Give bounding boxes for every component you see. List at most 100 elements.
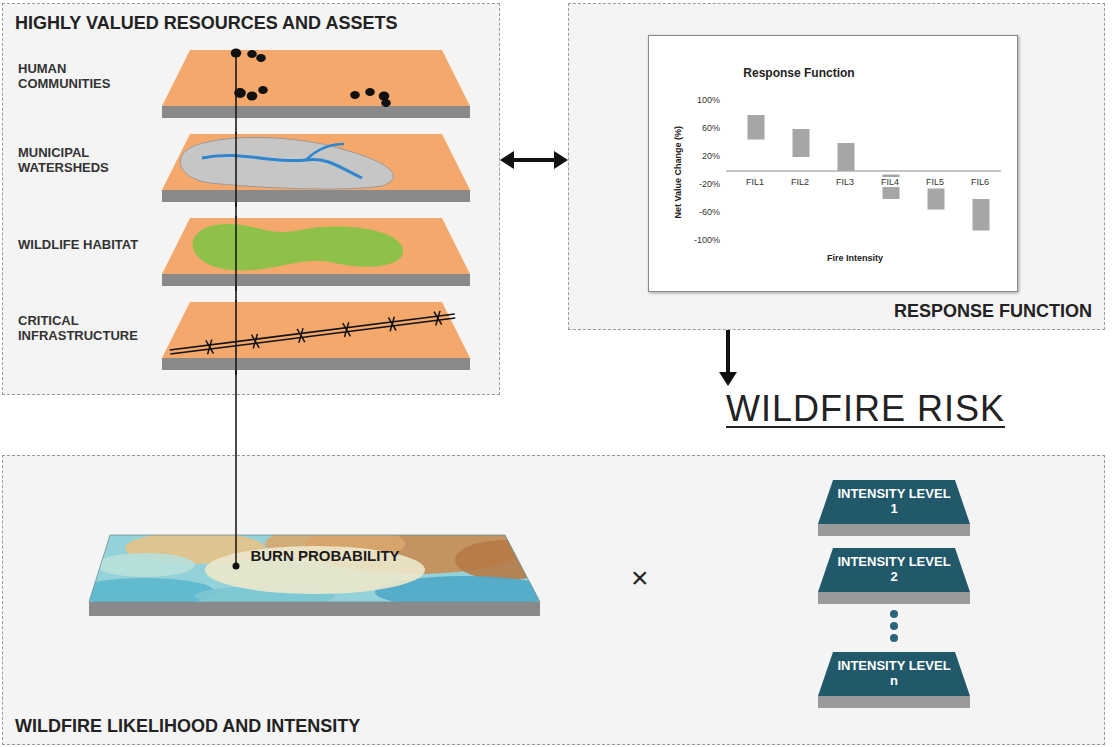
community-dot [258, 86, 268, 94]
link-line [235, 300, 237, 375]
intensity-level: INTENSITY LEVEL n [815, 650, 975, 712]
terrain [75, 522, 555, 610]
dashed-panel: HIGHLY VALUED RESOURCES AND ASSETSHUMAN … [2, 3, 500, 395]
community-dot [256, 54, 266, 62]
link-line [235, 53, 237, 123]
multiply-sign: × [631, 561, 649, 596]
community-dot [247, 92, 258, 101]
arrow-head [554, 151, 568, 169]
layer-face [818, 652, 970, 696]
layer-face [162, 302, 470, 358]
tick-label: -60% [699, 207, 720, 217]
layer-label: CRITICAL INFRASTRUCTURE [18, 300, 156, 358]
river [306, 144, 344, 160]
connector [236, 123, 237, 530]
connector-line [235, 123, 237, 530]
big-heading: WILDFIRE RISK [722, 386, 1009, 438]
intensity-level: INTENSITY LEVEL 1 [815, 478, 975, 540]
category-label: FIL3 [835, 177, 855, 187]
watershed-area [180, 137, 393, 189]
rail-tie [388, 317, 396, 330]
intensity-label: INTENSITY LEVEL n [835, 654, 953, 694]
zero-axis [726, 171, 1001, 172]
panel-heading: WILDFIRE LIKELIHOOD AND INTENSITY [15, 716, 360, 737]
rail-line [170, 318, 455, 354]
panel-ground [2, 3, 500, 395]
layer-edge [162, 274, 470, 286]
intensity-label: INTENSITY LEVEL 1 [835, 482, 953, 522]
category-label: FIL1 [745, 177, 765, 187]
rail-tie [297, 329, 305, 342]
community-dot [365, 88, 375, 96]
connector-line [726, 330, 730, 373]
habitat-area [193, 224, 403, 271]
layer-edge [162, 358, 470, 370]
layer-face [162, 218, 470, 274]
connector [719, 330, 737, 386]
rail-tie [343, 323, 351, 336]
continuation-dot [890, 610, 898, 618]
layer-label: WILDLIFE HABITAT [18, 216, 156, 274]
layer-face [818, 548, 970, 592]
river [202, 155, 362, 178]
tick-label: 20% [702, 151, 720, 161]
burn-probability-map [85, 530, 545, 620]
resource-layer: CRITICAL INFRASTRUCTURE [10, 300, 480, 375]
map-layer [10, 216, 480, 291]
layer-face [162, 134, 470, 190]
burn-map: BURN PROBABILITY [85, 530, 545, 620]
dashed-panel: WILDFIRE LIKELIHOOD AND INTENSITY BURN PR… [2, 455, 1105, 745]
resource-layer: MUNICIPAL WATERSHEDS [10, 132, 480, 207]
terrain-patch [205, 546, 425, 594]
connector [500, 151, 568, 169]
layer-edge [818, 524, 970, 536]
range-bar [928, 189, 945, 210]
tick-label: 100% [697, 95, 720, 105]
arrow-head [719, 372, 737, 386]
range-bar [973, 199, 990, 231]
map-edge [89, 602, 540, 616]
link-line [235, 132, 237, 207]
range-bar [793, 129, 810, 157]
rail-tie [251, 335, 259, 348]
layer-face [818, 480, 970, 524]
continuation-dot [890, 634, 898, 642]
layer-edge [818, 696, 970, 708]
rail-line [170, 314, 455, 350]
chart-title: Response Function [709, 66, 889, 80]
layer-edge [162, 190, 470, 202]
category-label: FIL6 [970, 177, 990, 187]
arrow-head [500, 151, 514, 169]
tick-label: -100% [694, 235, 720, 245]
axis-title: Fire Intensity [827, 253, 883, 263]
range-bar [838, 143, 855, 171]
resource-layer: HUMAN COMMUNITIES [10, 48, 480, 123]
dashed-panel: RESPONSE FUNCTION Response Function [568, 3, 1105, 330]
panel-heading: RESPONSE FUNCTION [894, 301, 1092, 322]
community-dot [234, 88, 246, 98]
terrain-patch [95, 553, 195, 577]
link-line [235, 530, 237, 566]
community-dot [350, 91, 360, 99]
intensity-label: INTENSITY LEVEL 2 [835, 550, 953, 590]
map-outline [89, 535, 540, 602]
tick-label: -20% [699, 179, 720, 189]
resource-layer: WILDLIFE HABITAT [10, 216, 480, 291]
community-dot [231, 49, 242, 58]
axis-title: Net Value Change (%) [673, 126, 683, 219]
intensity-level: INTENSITY LEVEL 2 [815, 546, 975, 608]
community-dot [381, 99, 391, 107]
result-heading: WILDFIRE RISK [722, 386, 1009, 438]
terrain-patch [455, 540, 555, 580]
rail-tie [434, 312, 442, 325]
range-bar [748, 115, 765, 140]
map-label: BURN PROBABILITY [250, 547, 400, 564]
category-label: FIL4 [880, 177, 900, 187]
layer-label: MUNICIPAL WATERSHEDS [18, 132, 156, 190]
community-dot [247, 50, 257, 58]
rail-tie [206, 340, 214, 353]
layer-face [162, 50, 470, 106]
layer-label: HUMAN COMMUNITIES [18, 48, 156, 106]
panel-ground [568, 3, 1105, 330]
